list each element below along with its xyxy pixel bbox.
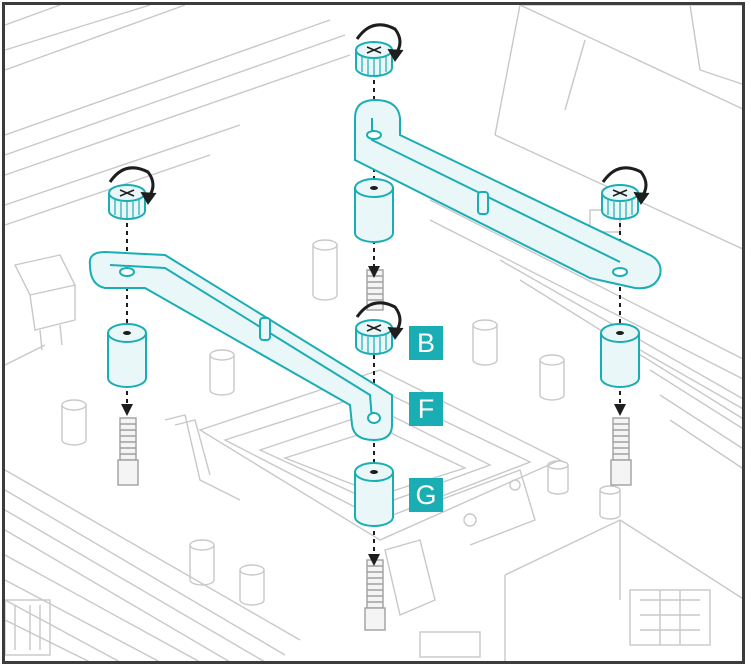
right-ram-slots [429,199,746,471]
mounting-bracket-back [354,98,662,290]
callout-label-f: F [417,394,435,424]
cpu-socket [164,369,562,616]
callout-box-b [409,326,443,360]
standoff-right [600,323,640,388]
stem-front-left [117,417,139,486]
curved-arrow-icon [355,301,404,340]
curved-arrow-icon [355,23,404,62]
vrm-heatsink [504,519,746,662]
curved-arrow-icon [108,166,157,205]
callout-box-f [409,392,443,426]
callout-label-b: B [416,328,435,358]
standoff-back-center [354,178,394,243]
thumbscrew-front-center [355,319,393,355]
mounting-bracket-front [88,250,393,442]
rotation-arrows [108,23,650,340]
thumbscrew-right [601,184,639,220]
upper-left-slots [4,4,351,226]
callout-box-g [409,478,443,512]
capacitors [61,239,621,606]
thumbscrew-left [108,184,146,220]
stem-front-center [364,559,386,631]
stem-back-right [610,417,632,486]
thumbscrews [108,41,639,355]
small-components [4,209,621,658]
mounting-stems [117,269,632,631]
thumbscrew-back-center [355,41,393,77]
left-connector [4,254,77,366]
motherboard-illustration [4,4,746,663]
curved-arrow-icon [601,166,650,205]
callout-label-g: G [415,480,437,510]
lower-left-slots [4,469,301,663]
standoff-left [107,323,147,388]
standoffs [107,178,640,527]
standoff-front-center [354,462,394,527]
